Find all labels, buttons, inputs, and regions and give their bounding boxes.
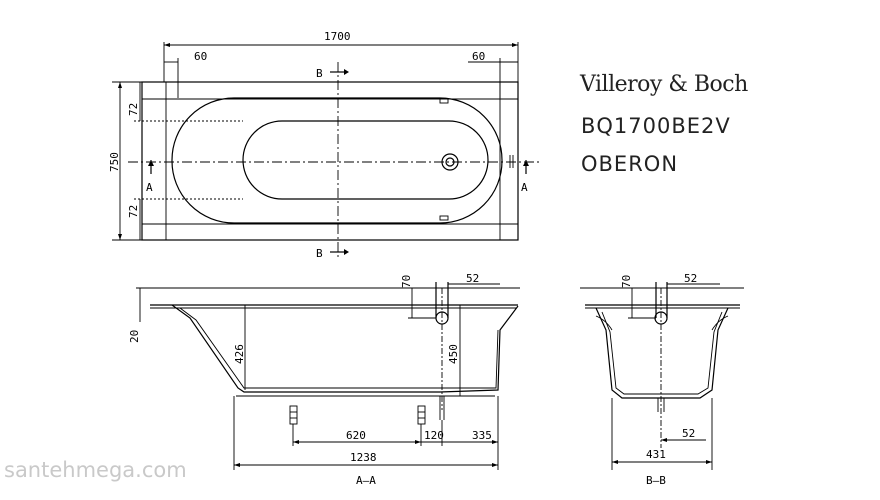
dim-inner-depth: 426 [233, 344, 246, 364]
section-arrow-icon [523, 160, 529, 166]
brand-name: Villeroy & Boch [580, 72, 748, 97]
dim-end-len: 335 [472, 429, 492, 442]
dim-width: 750 [108, 152, 121, 172]
dim-drain-pos: 620 [346, 429, 366, 442]
section-arrow-icon [148, 160, 154, 166]
dim-bottom-inset: 72 [127, 205, 140, 218]
tub-profile-a [171, 304, 519, 393]
section-b-b: 70 52 52 431 B–B [580, 272, 744, 487]
handle-mark-icon [439, 215, 449, 221]
section-arrow-icon [344, 249, 349, 255]
section-marker-a-right: A [521, 181, 528, 194]
section-arrow-icon [344, 69, 349, 75]
dim-drain-spacing: 120 [424, 429, 444, 442]
dim-total-length: 1700 [324, 30, 351, 43]
section-label-bb: B–B [646, 474, 666, 487]
section-marker-b-bottom: B [316, 247, 323, 260]
section-a-a: 70 52 20 426 450 620 120 335 1238 A–A [128, 272, 520, 487]
dim-top-inset: 72 [127, 103, 140, 116]
model-code: BQ1700BE2V [581, 114, 731, 138]
dim-drain-offset-b: 52 [682, 427, 695, 440]
dim-right-rim: 60 [472, 50, 485, 63]
dim-left-rim: 60 [194, 50, 207, 63]
dim-overflow-offset-b: 52 [684, 272, 697, 285]
dim-overflow-offset-a: 52 [466, 272, 479, 285]
foot-icon [289, 405, 298, 425]
foot-icon [417, 405, 426, 425]
handle-mark-icon [439, 98, 449, 104]
watermark: santehmega.com [4, 458, 187, 482]
tub-outline-top [141, 81, 519, 241]
dim-overflow-height-a: 70 [400, 275, 413, 288]
dim-total-depth: 450 [447, 344, 460, 364]
dim-overflow-height-b: 70 [620, 275, 633, 288]
dim-rim-height: 20 [128, 330, 141, 343]
basin-inner [242, 120, 489, 200]
section-label-aa: A–A [356, 474, 376, 487]
dim-bottom-width-b: 431 [646, 448, 666, 461]
section-marker-a-left: A [146, 181, 153, 194]
section-marker-b-top: B [316, 67, 323, 80]
series-name: OBERON [581, 152, 679, 176]
dim-bottom-len: 1238 [350, 451, 377, 464]
basin-outer [171, 97, 503, 224]
top-view: B B A A 1700 60 60 750 72 [108, 30, 540, 260]
